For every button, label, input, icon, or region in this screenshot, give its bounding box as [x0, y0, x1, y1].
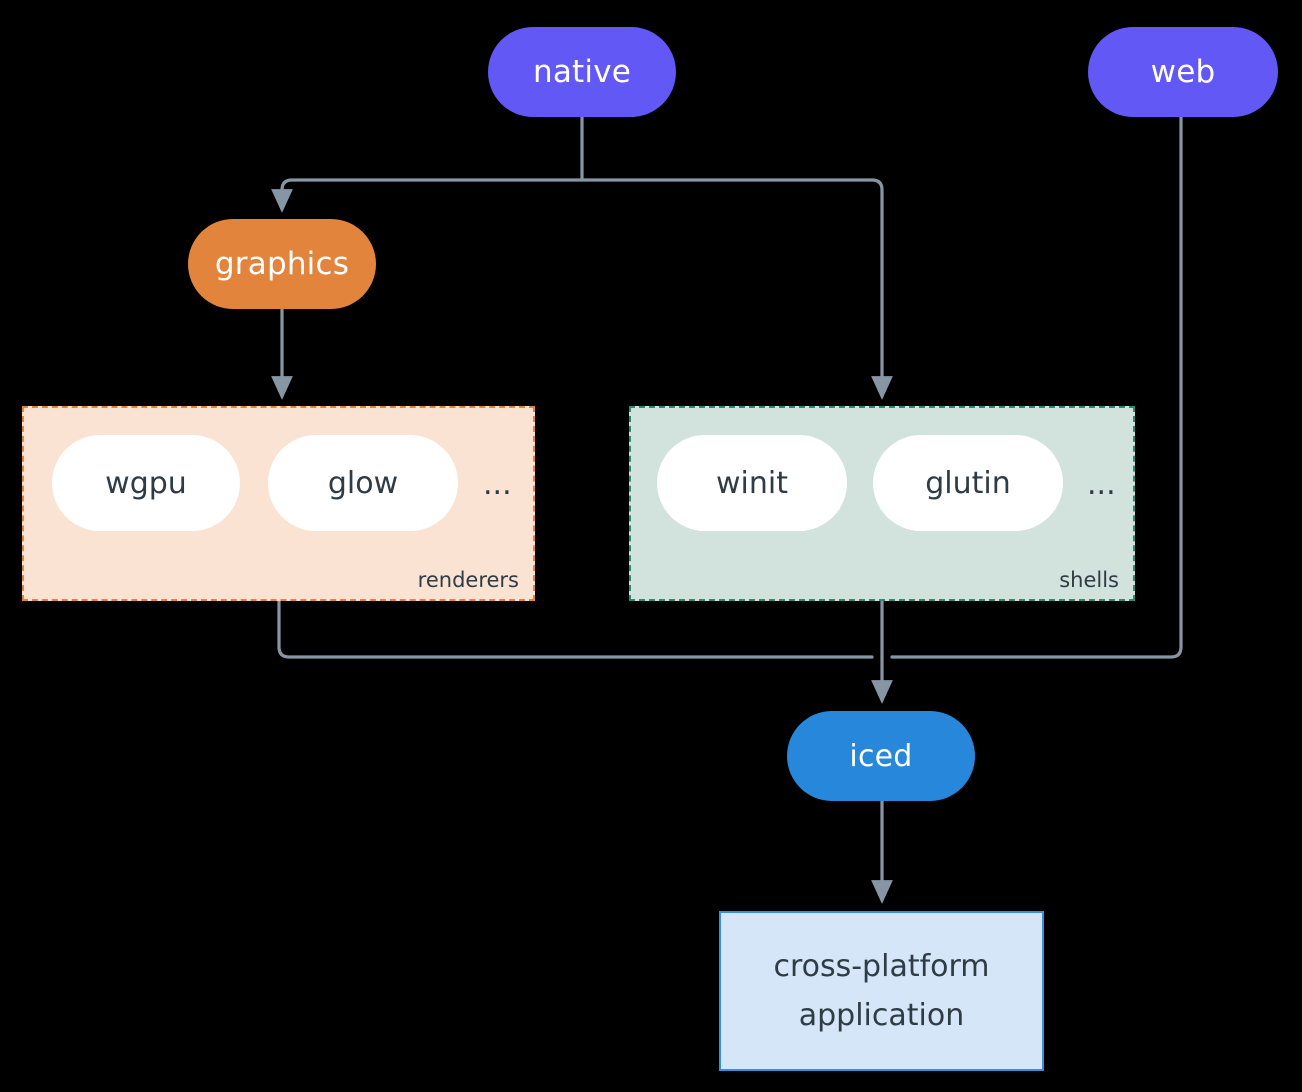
group-shells[interactable]: winit glutin ... shells: [629, 406, 1135, 601]
edge-native-to-shells: [580, 178, 893, 400]
node-native-label: native: [532, 54, 632, 90]
application-label-line2: application: [798, 998, 965, 1033]
edge-native-to-graphics: [271, 178, 584, 213]
node-wgpu-label: wgpu: [105, 465, 187, 501]
node-winit[interactable]: winit: [657, 435, 847, 531]
node-web[interactable]: web: [1088, 27, 1278, 117]
group-renderers[interactable]: wgpu glow ... renderers: [22, 406, 535, 601]
group-shells-label: shells: [1059, 568, 1119, 592]
node-winit-label: winit: [716, 465, 788, 501]
application-label-line1: cross-platform: [773, 948, 990, 984]
edge-renderers-to-iced: [277, 599, 874, 659]
node-iced-label: iced: [849, 738, 913, 774]
node-web-label: web: [1150, 54, 1216, 90]
node-graphics-label: graphics: [214, 246, 350, 282]
node-cross-platform-application[interactable]: cross-platform application: [719, 911, 1044, 1071]
node-wgpu[interactable]: wgpu: [52, 435, 240, 531]
renderers-overflow-ellipsis: ...: [483, 467, 512, 502]
node-iced[interactable]: iced: [787, 711, 975, 801]
node-glutin[interactable]: glutin: [873, 435, 1063, 531]
node-glow[interactable]: glow: [268, 435, 458, 531]
node-graphics[interactable]: graphics: [188, 219, 376, 309]
node-glow-label: glow: [327, 465, 399, 501]
node-glutin-label: glutin: [925, 465, 1011, 501]
shells-overflow-ellipsis: ...: [1087, 467, 1116, 502]
group-renderers-label: renderers: [417, 568, 519, 592]
node-native[interactable]: native: [488, 27, 676, 117]
